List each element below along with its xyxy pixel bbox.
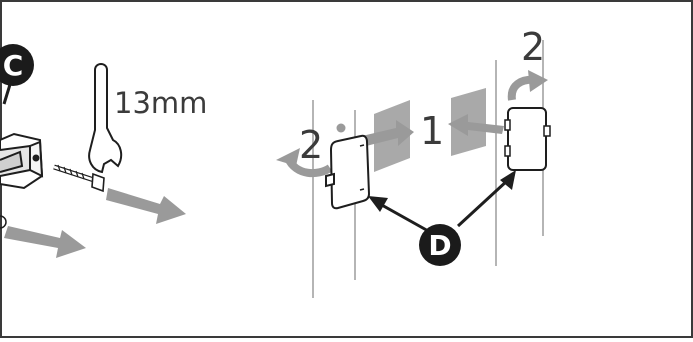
bracket-icon [0, 132, 44, 190]
rotate-arrowhead-icon [276, 70, 548, 166]
bolt-icon [53, 164, 105, 193]
cover-plate-icon [504, 107, 551, 171]
wrench-icon [88, 63, 123, 174]
step-2-left-label: 2 [299, 123, 324, 167]
push-arrow-icon [362, 114, 504, 146]
badge-d: D [419, 224, 461, 266]
bolt-head-icon [0, 215, 7, 229]
badge-c: C [0, 44, 34, 86]
pointer-arrows [368, 170, 516, 234]
step-2-right-label: 2 [521, 25, 546, 69]
wrench-size-label: 13mm [114, 86, 208, 120]
push-arrow-icon [4, 188, 186, 258]
indicator-dot [336, 123, 346, 133]
cover-plate-icon [325, 134, 371, 210]
step-1-label: 1 [420, 109, 445, 153]
